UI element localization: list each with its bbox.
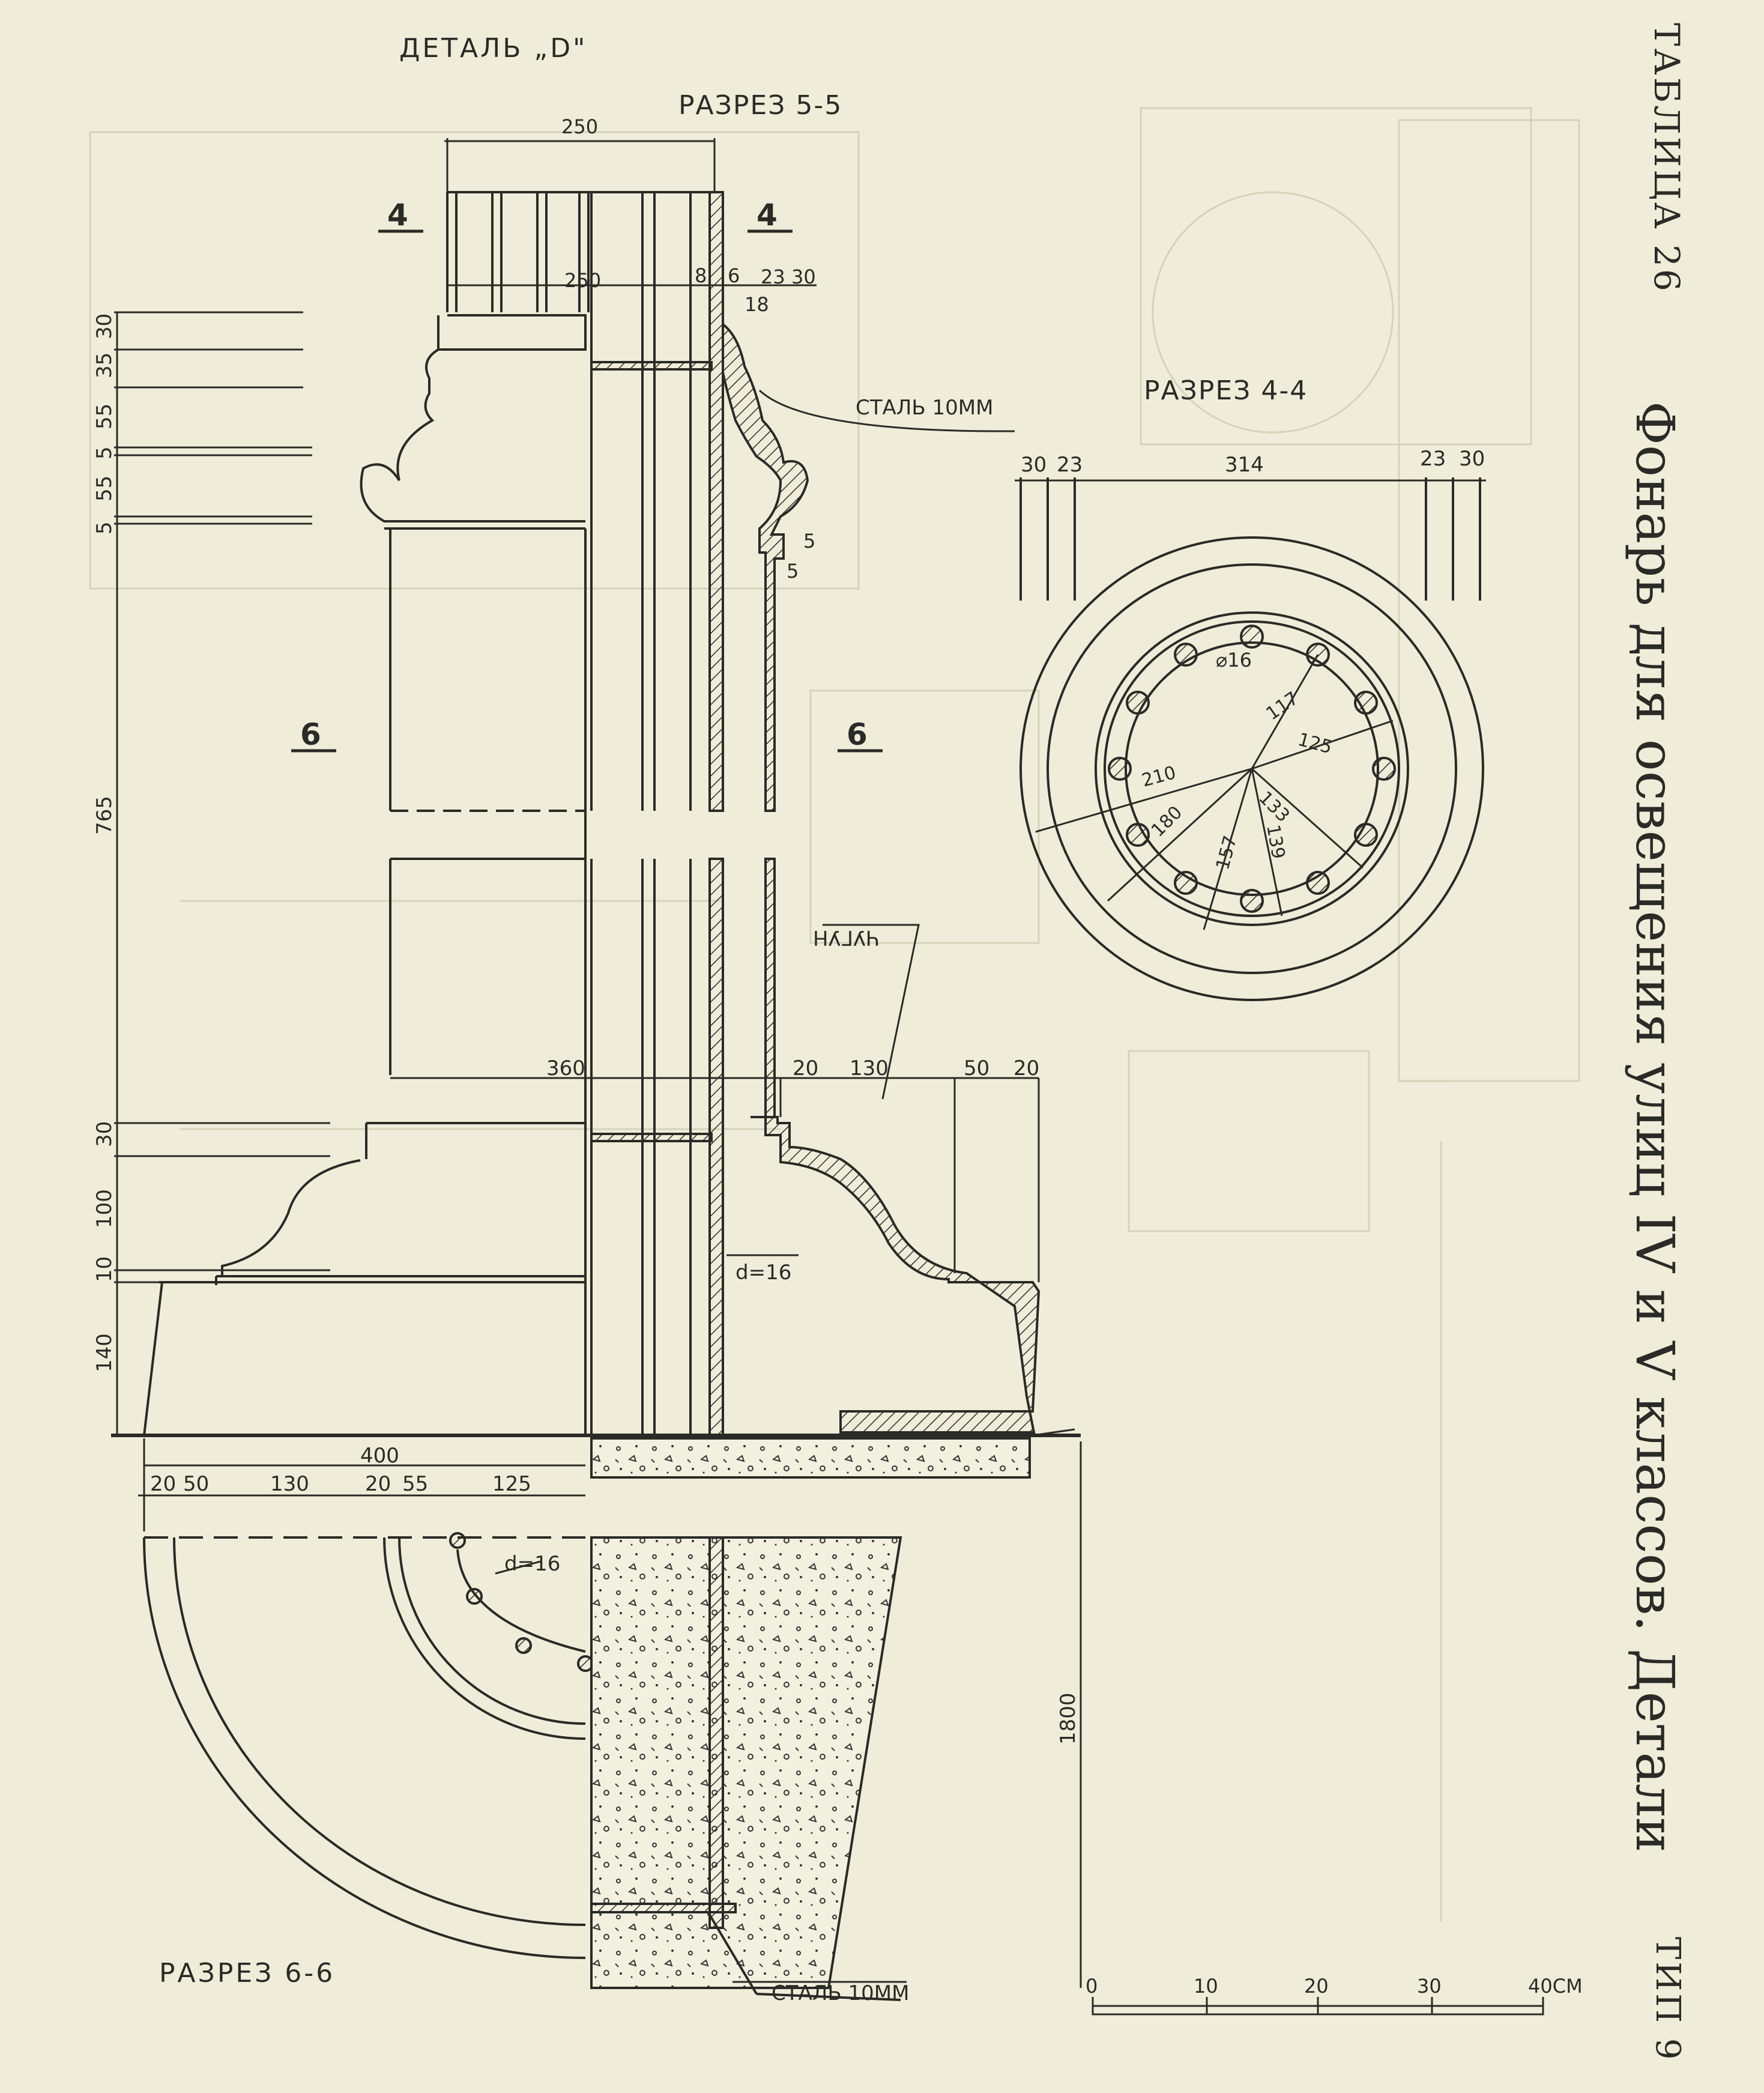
mid-dimensions: 360 20 130 50 20 400 (360, 1056, 1039, 1468)
dim-44-30-b: 30 (1459, 447, 1485, 471)
dim-top-30: 30 (791, 265, 816, 288)
vertical-dimensions: 30 35 55 5 55 5 765 30 100 10 140 1800 (92, 313, 1080, 1745)
dim-mid-50: 50 (964, 1056, 989, 1080)
rod-note-mid: d=16 (736, 1261, 791, 1285)
dim-top-250-b: 250 (564, 269, 601, 292)
cast-iron-note: ЧУГУН (813, 925, 880, 950)
section-marker-upper-right: 4 (757, 198, 778, 232)
section-4-4-plan (1015, 477, 1486, 1001)
dim-66-20-b: 20 (365, 1472, 391, 1496)
dim-v-1800: 1800 (1056, 1692, 1080, 1745)
dim-r-133: 133 (1254, 787, 1293, 826)
dim-44-23-b: 23 (1420, 447, 1446, 471)
scale-tick-30: 30 (1417, 1975, 1442, 1998)
dim-r-157: 157 (1212, 834, 1242, 872)
rod-note-plan: d=16 (504, 1552, 560, 1576)
dim-44-314: 314 (1225, 453, 1264, 477)
dim-top-250-a: 250 (561, 115, 598, 138)
dim-top-18: 18 (745, 293, 769, 316)
dim-v-5-b: 5 (92, 521, 116, 535)
section-6-6-dimensions: 20 50 130 20 55 125 (150, 1472, 531, 1496)
section-4-4-heading: РАЗРЕЗ 4-4 (1144, 375, 1308, 406)
scale-tick-0: 0 (1086, 1975, 1098, 1998)
dim-v-55-b: 55 (92, 476, 116, 501)
dim-v-765: 765 (92, 796, 116, 835)
section-marker-upper-left: 4 (387, 198, 408, 232)
dim-r-210: 210 (1140, 762, 1178, 792)
dim-mid-20-a: 20 (793, 1056, 818, 1080)
dim-v-10: 10 (92, 1256, 116, 1282)
type-label: ТИП 9 (1648, 1937, 1687, 2062)
scale-bar (1092, 1997, 1544, 2016)
section-6-6-plan (143, 1532, 902, 2001)
dim-v-140: 140 (92, 1333, 116, 1372)
dim-66-20-a: 20 (150, 1472, 176, 1496)
dim-top-8: 8 (695, 264, 707, 287)
dim-66-130: 130 (270, 1472, 309, 1496)
section-marker-lower-right: 6 (847, 717, 868, 752)
dim-top-23: 23 (761, 265, 785, 288)
dim-66-55: 55 (402, 1472, 428, 1496)
dimension-lines (114, 138, 1082, 1988)
top-dimensions: 250 250 8 6 18 23 30 5 5 (561, 115, 816, 583)
section-marker-lower-left: 6 (300, 717, 321, 752)
section-5-5-heading: РАЗРЕЗ 5-5 (678, 90, 842, 121)
table-number-label: ТАБЛИЦА 26 (1646, 23, 1687, 294)
sheet-title: Фонарь для освещения улиц IV и V классов… (1624, 401, 1686, 1853)
scale-tick-10: 10 (1194, 1975, 1218, 1998)
section-6-6-heading: РАЗРЕЗ 6-6 (159, 1958, 335, 1989)
dim-v-35: 35 (92, 353, 116, 378)
dim-mid-360: 360 (546, 1056, 585, 1080)
dim-v-30-top: 30 (92, 313, 116, 339)
dim-66-125: 125 (492, 1472, 531, 1496)
dim-v-5-a: 5 (92, 446, 116, 459)
dim-r-139: 139 (1262, 823, 1288, 860)
detail-heading: ДЕТАЛЬ „D" (399, 33, 587, 64)
dim-66-50: 50 (183, 1472, 209, 1496)
section-5-5-elevation (111, 191, 1081, 1479)
bleed-through (89, 107, 1580, 1922)
dim-44-23-a: 23 (1057, 453, 1083, 477)
dim-top-5-a: 5 (803, 530, 815, 553)
steel-note-lower: СТАЛЬ 10ММ (772, 1981, 909, 2005)
section-4-4-dimensions: 30 23 314 23 30 (1021, 447, 1485, 477)
rod-diameter-note: ⌀16 (1216, 649, 1252, 671)
dim-v-100: 100 (92, 1189, 116, 1228)
dim-v-55-a: 55 (92, 404, 116, 429)
dim-top-6: 6 (728, 264, 740, 287)
steel-note-upper: СТАЛЬ 10ММ (856, 396, 993, 420)
dim-44-30-a: 30 (1021, 453, 1047, 477)
dim-mid-130: 130 (850, 1056, 889, 1080)
dim-r-180: 180 (1147, 802, 1186, 841)
scale-tick-20: 20 (1304, 1975, 1329, 1998)
dim-base-400: 400 (360, 1444, 399, 1468)
dim-r-125: 125 (1296, 729, 1334, 759)
dim-mid-20-b: 20 (1013, 1056, 1039, 1080)
dim-top-5-b: 5 (787, 560, 799, 583)
dim-v-30-base: 30 (92, 1121, 116, 1147)
scale-end-label: 40СМ (1528, 1975, 1583, 1998)
scale-bar-labels: 0 10 20 30 40СМ (1086, 1975, 1583, 1998)
